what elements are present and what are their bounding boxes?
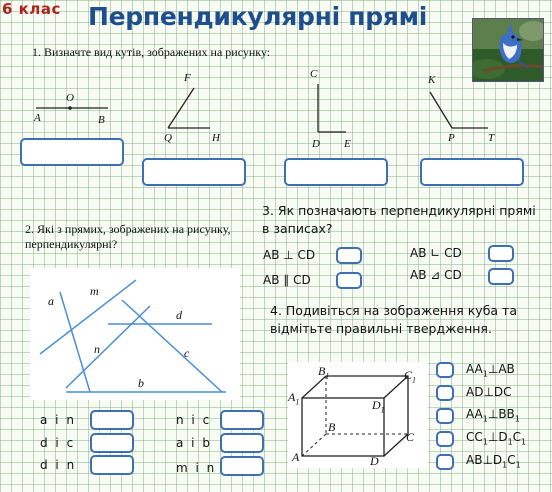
- pair-box-2[interactable]: [90, 433, 134, 453]
- q3-box-3[interactable]: [336, 272, 362, 289]
- cube-label-a1: A1: [288, 390, 300, 407]
- angle-d-label-vertex: P: [448, 132, 455, 144]
- answer-box-angle-a[interactable]: [20, 138, 124, 166]
- line-d-label: d: [176, 308, 182, 322]
- q4-statement-3: AA1⊥BB1: [466, 407, 520, 424]
- cube-front-face: [301, 397, 385, 457]
- q3-box-2[interactable]: [488, 245, 514, 262]
- q3-box-1[interactable]: [336, 247, 362, 264]
- angle-b-label-end: H: [212, 132, 220, 144]
- line-n: [65, 305, 151, 389]
- angle-a-label-right: B: [98, 114, 105, 126]
- angle-c-label-top: C: [310, 68, 318, 80]
- cube-edge-dc: [383, 433, 409, 457]
- angle-b-label-vertex: Q: [164, 132, 172, 144]
- cube-figure: [288, 362, 428, 468]
- q3-option-1: AB ⊥ CD: [263, 248, 316, 262]
- cube-label-a: A: [292, 450, 300, 464]
- cube-label-b1: B1: [318, 364, 330, 381]
- pair-label-4: n i c: [176, 413, 212, 427]
- q3-option-3: AB ∥ CD: [263, 273, 311, 287]
- pair-box-4[interactable]: [220, 410, 264, 430]
- line-n-label: n: [94, 342, 100, 356]
- q4-statement-4: CC1⊥D1C1: [466, 430, 527, 447]
- question-3-text: 3. Як позначають перпендикулярні прямі в…: [262, 203, 536, 236]
- q3-option-2: AB ∟ CD: [410, 246, 462, 260]
- angle-b-label-top: F: [184, 72, 191, 84]
- q2-lines-figure: a m d n c b: [30, 268, 240, 400]
- q4-statement-1: AA1⊥AB: [466, 362, 515, 379]
- pair-box-1[interactable]: [90, 410, 134, 430]
- angle-c-label-vertex: D: [312, 138, 320, 150]
- answer-box-angle-c[interactable]: [284, 158, 388, 186]
- cube-edge-d1c1: [383, 375, 409, 399]
- q3-box-4[interactable]: [488, 268, 514, 285]
- grade-label: 6 клас: [2, 0, 61, 18]
- line-a: [59, 291, 91, 393]
- line-a-label: a: [48, 294, 54, 308]
- question-1-text: 1. Визначте вид кутів, зображених на рис…: [32, 45, 271, 59]
- pair-label-1: a i n: [40, 413, 76, 427]
- angle-d-label-top: K: [428, 74, 436, 86]
- line-m-label: m: [90, 284, 99, 298]
- pair-box-3[interactable]: [90, 455, 134, 475]
- cube-hidden-edge-3: [301, 433, 327, 457]
- cube-label-b: B: [328, 420, 336, 434]
- q4-checkbox-1[interactable]: [436, 362, 454, 378]
- q4-checkbox-4[interactable]: [436, 431, 454, 447]
- pair-label-2: d i c: [40, 436, 76, 450]
- angle-d-label-end: T: [488, 132, 495, 144]
- pair-label-6: m i n: [176, 461, 217, 475]
- cube-label-d1: D1: [372, 398, 385, 415]
- angle-d-ray-1: [429, 91, 453, 129]
- question-2-text: 2. Які з прямих, зображених на рисунку, …: [25, 222, 231, 251]
- cube-label-c: C: [406, 430, 415, 444]
- angle-a-label-left: A: [34, 112, 41, 124]
- angle-c-label-end: E: [344, 138, 351, 150]
- question-4-text: 4. Подивіться на зображення куба та відм…: [270, 303, 517, 336]
- line-c: [121, 299, 223, 393]
- angle-a-label-mid: O: [66, 92, 74, 104]
- angle-a-point: [68, 106, 72, 110]
- pair-label-3: d i n: [40, 458, 77, 472]
- q4-statement-5: AB⊥D1C1: [466, 453, 521, 470]
- q4-statement-2: AD⊥DC: [466, 385, 512, 399]
- q4-checkbox-2[interactable]: [436, 385, 454, 401]
- pair-label-5: a i b: [176, 436, 212, 450]
- cube-back-edges: [326, 375, 409, 434]
- q4-checkbox-3[interactable]: [436, 408, 454, 424]
- cube-label-c1: C1: [404, 368, 417, 385]
- pair-box-6[interactable]: [220, 456, 264, 476]
- cube-label-d: D: [370, 454, 379, 468]
- bird-photo: [472, 18, 544, 82]
- q4-checkbox-5[interactable]: [436, 454, 454, 470]
- q3-option-4: AB ⊿ CD: [410, 268, 462, 282]
- angle-b-ray-1: [167, 87, 195, 129]
- line-m: [39, 279, 137, 355]
- cube-edge-a1b1: [301, 375, 327, 399]
- page-title: Перпендикулярні прямі: [88, 2, 427, 31]
- line-b-label: b: [138, 376, 144, 390]
- answer-box-angle-d[interactable]: [420, 158, 524, 186]
- line-c-label: c: [184, 346, 190, 360]
- pair-box-5[interactable]: [220, 433, 264, 453]
- answer-box-angle-b[interactable]: [142, 158, 246, 186]
